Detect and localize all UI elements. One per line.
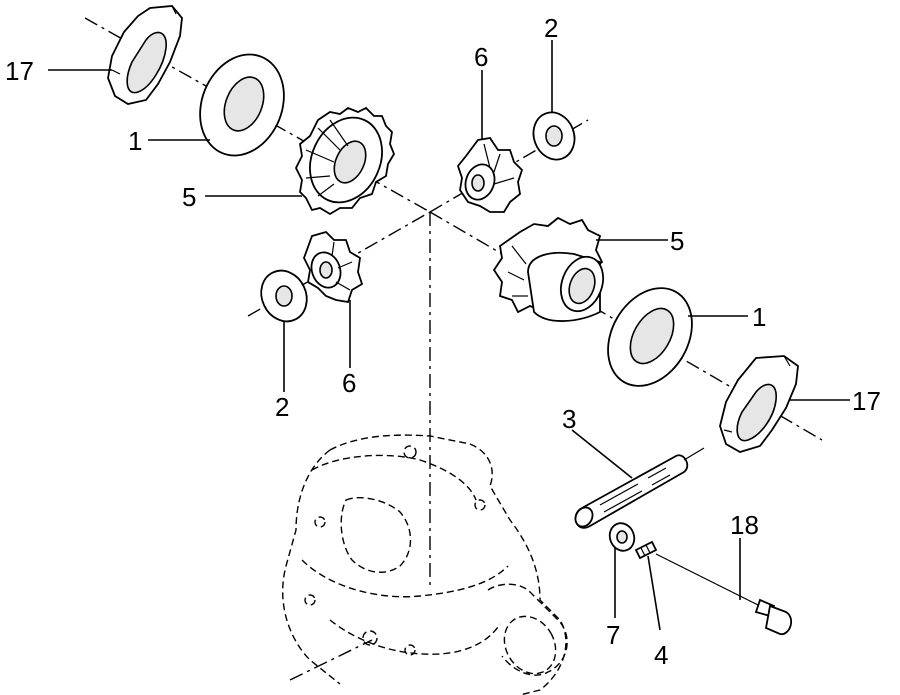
washer-right bbox=[607, 287, 693, 387]
side-gear-left bbox=[294, 106, 396, 216]
thrust-washer-right bbox=[719, 355, 799, 453]
case-axis-line bbox=[289, 639, 373, 681]
pinion-washer-bottom bbox=[260, 269, 308, 323]
pinion-washer-top bbox=[532, 111, 576, 161]
label-pinion-top: 6 bbox=[474, 42, 488, 72]
part-labels: 17 1 5 6 2 5 1 17 2 6 3 18 7 4 bbox=[5, 13, 881, 670]
side-gear-right bbox=[492, 216, 604, 322]
differential-case bbox=[282, 434, 568, 695]
label-pinion-bottom: 6 bbox=[342, 368, 356, 398]
label-lock-washer: 7 bbox=[606, 620, 620, 650]
pinion-top bbox=[456, 137, 524, 213]
lock-pin bbox=[634, 540, 658, 560]
label-pinion-washer-bottom: 2 bbox=[275, 392, 289, 422]
label-lock-pin: 4 bbox=[654, 640, 668, 670]
label-thrust-washer-right: 17 bbox=[852, 386, 881, 416]
label-washer-right: 1 bbox=[752, 302, 766, 332]
lock-washer bbox=[608, 522, 636, 552]
pinion-bottom bbox=[303, 230, 364, 304]
label-bolt: 18 bbox=[730, 510, 759, 540]
label-washer-left: 1 bbox=[128, 126, 142, 156]
label-pinion-washer-top: 2 bbox=[544, 13, 558, 43]
thrust-washer-left bbox=[107, 5, 183, 105]
center-lines bbox=[84, 17, 823, 681]
pinion-shaft bbox=[574, 447, 705, 529]
label-pinion-shaft: 3 bbox=[562, 404, 576, 434]
bolt bbox=[655, 553, 793, 635]
label-side-gear-left: 5 bbox=[182, 182, 196, 212]
label-side-gear-right: 5 bbox=[670, 226, 684, 256]
washer-left bbox=[199, 53, 285, 157]
leader-lines bbox=[48, 40, 850, 631]
label-thrust-washer-left: 17 bbox=[5, 56, 34, 86]
